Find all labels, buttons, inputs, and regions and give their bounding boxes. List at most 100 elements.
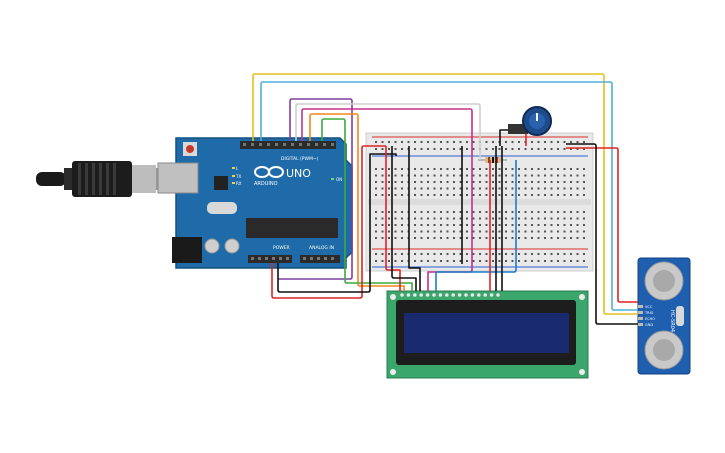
breadboard-hole — [531, 260, 533, 262]
breadboard-hole — [446, 174, 449, 177]
breadboard-hole — [537, 174, 540, 177]
breadboard-hole — [570, 237, 572, 239]
breadboard-hole — [388, 181, 390, 183]
breadboard-hole — [381, 217, 384, 220]
breadboard-hole — [576, 148, 579, 150]
breadboard-hole — [414, 181, 416, 183]
lcd-pin[interactable] — [457, 293, 462, 297]
sensor-pin-label-trig: TRIG — [644, 311, 654, 315]
breadboard-hole — [492, 141, 494, 143]
potentiometer[interactable] — [508, 106, 552, 136]
breadboard-hole — [459, 224, 462, 226]
breadboard-hole — [576, 211, 579, 213]
wire-green — [321, 118, 413, 291]
breadboard-hole — [459, 174, 462, 177]
lcd-pin[interactable] — [470, 293, 475, 297]
breadboard-hole — [570, 174, 572, 177]
breadboard-hole — [492, 253, 494, 255]
lcd-pin[interactable] — [432, 293, 436, 297]
breadboard-hole — [453, 187, 455, 190]
breadboard-hole — [459, 194, 462, 196]
breadboard-hole — [563, 181, 566, 183]
breadboard-hole — [583, 211, 585, 213]
breadboard-hole — [479, 194, 481, 196]
breadboard-hole — [414, 141, 416, 143]
breadboard-hole — [414, 211, 416, 213]
breadboard-hole — [537, 211, 540, 213]
breadboard-hole — [531, 237, 533, 239]
lcd-pin[interactable] — [406, 293, 411, 297]
breadboard-hole — [433, 187, 436, 190]
breadboard-hole — [557, 187, 559, 190]
lcd-16x2[interactable] — [386, 290, 589, 379]
breadboard-hole — [433, 211, 436, 213]
breadboard-hole — [518, 224, 520, 226]
breadboard-hole — [531, 148, 533, 150]
breadboard-hole — [531, 211, 533, 213]
digital-header[interactable] — [240, 141, 336, 149]
breadboard-hole — [466, 148, 468, 150]
breadboard-hole — [388, 260, 390, 262]
wire-black-sensor — [566, 143, 638, 325]
breadboard-hole — [492, 211, 494, 213]
capacitor — [224, 238, 240, 254]
arduino-uno-board[interactable]: UNO ARDUINO DIGITAL (PWM~) POWER ANALOG … — [157, 137, 353, 269]
breadboard-hole — [570, 211, 572, 213]
breadboard-hole — [557, 237, 559, 239]
breadboard-hole — [505, 141, 507, 143]
breadboard-hole — [583, 141, 585, 143]
breadboard-hole — [472, 224, 475, 226]
breadboard-hole — [479, 224, 481, 226]
breadboard-hole — [453, 211, 455, 213]
lcd-pin[interactable] — [400, 293, 404, 297]
lcd-pin[interactable] — [489, 293, 494, 297]
breadboard-hole — [375, 168, 377, 170]
breadboard-hole — [544, 148, 546, 150]
breadboard-hole — [375, 148, 377, 150]
breadboard-hole — [576, 217, 579, 220]
breadboard-hole — [583, 253, 585, 255]
center-gap — [368, 199, 591, 205]
breadboard-hole — [446, 224, 449, 226]
lcd-pin[interactable] — [464, 293, 468, 297]
breadboard-hole — [440, 253, 442, 255]
breadboard-hole — [394, 148, 397, 150]
breadboard-hole — [381, 237, 384, 239]
breadboard-hole — [544, 230, 546, 233]
breadboard-hole — [453, 181, 455, 183]
lcd-pin[interactable] — [451, 293, 456, 297]
wire-black-bb2 — [408, 146, 421, 291]
lcd-pin[interactable] — [483, 293, 488, 297]
breadboard-hole — [375, 181, 377, 183]
breadboard-hole — [576, 253, 579, 255]
breadboard-hole — [498, 230, 501, 233]
breadboard-hole — [446, 253, 449, 255]
lcd-pin[interactable] — [496, 293, 500, 297]
breadboard-hole — [446, 260, 449, 262]
breadboard-hole — [420, 194, 423, 196]
breadboard-hole — [433, 168, 436, 170]
lcd-pin[interactable] — [445, 293, 449, 297]
lcd-pin[interactable] — [419, 293, 424, 297]
breadboard-hole — [472, 230, 475, 233]
breadboard-hole — [375, 224, 377, 226]
power-header[interactable] — [248, 255, 292, 263]
breadboard-hole — [388, 230, 390, 233]
breadboard-hole — [492, 148, 494, 150]
breadboard-hole — [537, 141, 540, 143]
lcd-pin[interactable] — [438, 293, 443, 297]
lcd-pin[interactable] — [413, 293, 417, 297]
breadboard-hole — [401, 194, 403, 196]
breadboard-hole — [583, 168, 585, 170]
breadboard-hole — [420, 211, 423, 213]
breadboard-hole — [394, 174, 397, 177]
breadboard-hole — [485, 194, 488, 196]
lcd-pin[interactable] — [477, 293, 481, 297]
breadboard-hole — [518, 194, 520, 196]
breadboard-hole — [466, 260, 468, 262]
breadboard-hole — [414, 148, 416, 150]
breadboard-hole — [544, 224, 546, 226]
lcd-pin[interactable] — [425, 293, 430, 297]
